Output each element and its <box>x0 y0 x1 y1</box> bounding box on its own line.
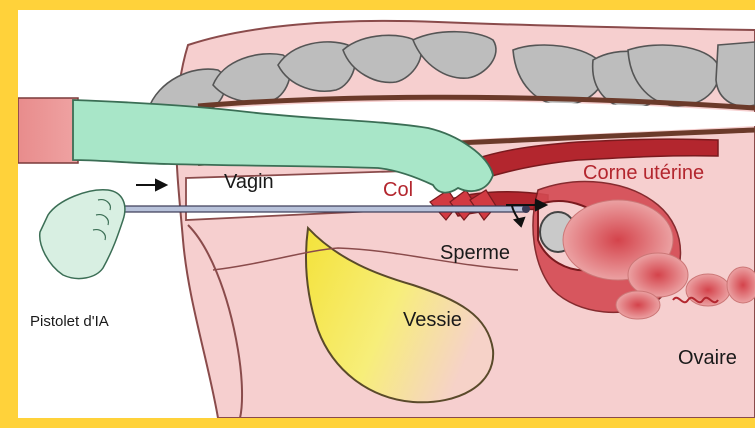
label-sperme: Sperme <box>440 243 510 263</box>
label-col: Col <box>383 180 413 200</box>
label-corne-uterine: Corne utérine <box>583 163 704 183</box>
pistol-hand <box>40 190 125 279</box>
ai-pistol-tip <box>522 205 530 213</box>
label-vessie: Vessie <box>403 310 462 330</box>
label-ovaire: Ovaire <box>678 348 737 368</box>
forearm-sleeve <box>18 98 78 163</box>
diagram-canvas: Vagin Col Corne utérine Sperme Vessie Ov… <box>18 10 755 418</box>
arrow-right-icon <box>136 180 166 190</box>
label-pistolet-ia: Pistolet d'IA <box>30 314 109 329</box>
anatomy-illustration <box>18 10 755 418</box>
label-vagin: Vagin <box>224 172 274 192</box>
ai-pistol-rod <box>108 206 526 212</box>
